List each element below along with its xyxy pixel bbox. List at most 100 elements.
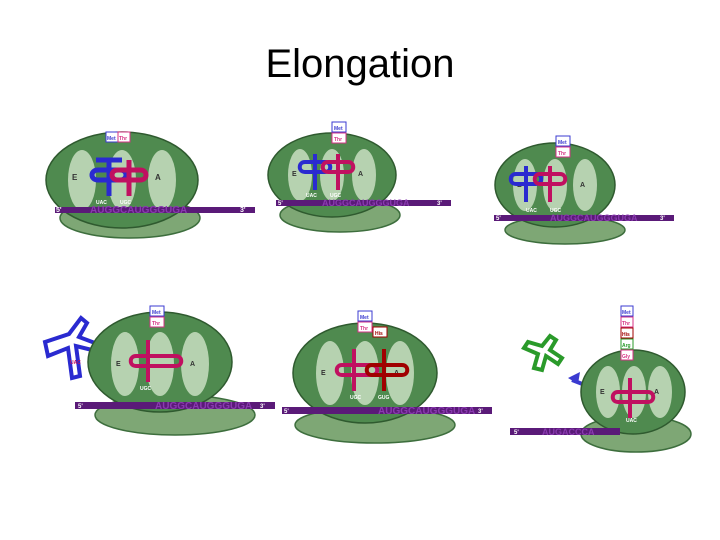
trna-red [320,154,356,190]
anticodon-2: UGC [120,200,132,206]
mrna-sequence: AUGGCAUGGGUGA [550,213,638,223]
mrna-strand [55,207,255,213]
aa-thr-label: Thr [334,137,342,143]
aa-thr-box [555,146,571,158]
mrna-three-label: 3' [660,216,665,222]
site-e-label: E [72,173,78,182]
aa-met-label: Met [360,315,369,321]
site-a-label: A [358,171,363,178]
departing-trna-anticodon: UAC [70,360,81,366]
departing-trna-blue [42,315,98,381]
site-e-label: E [600,389,605,396]
trna-red [532,166,568,202]
site-a-label: A [190,361,195,368]
arrow-head [568,372,580,384]
aa-thr-box [620,316,634,328]
aa-met-box [331,121,347,133]
mrna-strand [494,215,674,221]
elongation-panel-6: E A 5' AUGACCCA Met Thr His Arg Gly UAC [508,300,708,460]
aa-gly-box [620,349,634,361]
anticodon-1: UAC [96,200,107,206]
incoming-trna-green [521,333,565,373]
aa-thr-box [149,316,165,328]
mrna-five-label: 5' [278,201,283,207]
ribosome-a-site [573,159,597,211]
aa-met-label: Met [622,310,631,316]
site-e-label: E [321,370,326,377]
mrna-strand [75,402,275,409]
aa-arg-box [620,338,634,350]
anticodon-2: UGC [330,193,342,199]
elongation-panel-2: E A 5' 3' AUGGCAUGGGUGA Met Thr UAC UGC [267,120,460,240]
aa-thr-label: Thr [360,326,368,332]
aa-thr-label: Thr [152,321,160,327]
site-e-label: E [116,361,121,368]
aa-met-label: Met [152,310,161,316]
aa-thr-box [331,132,347,144]
site-a-label: A [654,389,659,396]
aa-met-box [357,310,373,322]
anticodon-1: UAC [306,193,317,199]
ribosome-e-site [596,366,620,418]
aa-thr-label: Thr [558,151,566,157]
mrna-three-label: 3' [478,409,483,415]
anticodon-1: UAC [626,418,637,424]
mrna-three-label: 3' [260,404,265,410]
anticodon-2: UGC [140,386,152,392]
trna-red [109,160,149,196]
aa-thr-label: Thr [119,136,127,142]
aa-met-box [149,305,165,317]
mrna-three-label: 3' [437,201,442,207]
mrna-five-label: 5' [496,216,501,222]
aa-met-label: Met [558,140,567,146]
elongation-panel-5: E A 5' 3' AUGGCAUGGGUGA Met Thr His UGC … [280,305,500,445]
site-a-label: A [580,182,585,189]
elongation-panel-4: UAC E A 5' 3' AUGGCAUGGGUGA Met Thr UGC [40,300,280,440]
aa-met-box [555,135,571,147]
anticodon-1: UAC [526,208,537,214]
anticodon-2: GUG [378,395,390,401]
ribosome-a-site [181,332,209,396]
mrna-five-label: 5' [56,207,62,214]
ribosome-e-site [316,341,344,405]
aa-thr-box [357,321,373,333]
mrna-sequence: AUGGCAUGGGUGA [90,205,187,216]
mrna-sequence: AUGGCAUGGGUGA [155,401,252,412]
mrna-five-label: 5' [78,404,83,410]
aa-met-label: Met [334,126,343,132]
mrna-five-label: 5' [514,430,519,436]
mrna-sequence: AUGGCAUGGGUGA [378,406,475,417]
anticodon-1: UGC [350,395,362,401]
ribosome-a-site [352,149,376,201]
aa-met-label: Met [107,136,116,142]
aa-his-label: His [622,332,630,338]
aa-his-box [372,326,388,338]
site-a-label: A [155,173,161,182]
mrna-sequence: AUGGCAUGGGUGA [322,198,410,208]
elongation-panel-1: E A 5' 3' AUGGCAUGGGUGA Met Thr UAC UGC [42,118,257,243]
aa-gly-label: Gly [622,354,630,360]
ribosome-e-site [68,150,96,210]
anticodon-2: UGC [550,208,562,214]
aa-thr-label: Thr [622,321,630,327]
elongation-panel-3: E A 5' 3' AUGGCAUGGGUGA Met Thr UAC UGC [490,130,680,245]
trna-red [610,378,656,418]
mrna-strand [510,428,620,435]
aa-met-box [620,305,634,317]
mrna-strand [276,200,451,206]
ribosome-a-site [648,366,672,418]
mrna-strand [282,407,492,414]
trna-red [128,340,184,382]
aa-thr-box [117,131,131,143]
page-title: Elongation [265,42,455,86]
aa-his-label: His [375,331,383,337]
ribosome-e-site [111,332,139,396]
mrna-five-label: 5' [284,409,289,415]
ribosome-a-site [148,150,176,210]
trna-darkred [364,349,410,391]
mrna-sequence: AUGACCCA [542,427,595,437]
site-e-label: E [292,171,297,178]
aa-arg-label: Arg [622,343,631,349]
mrna-three-label: 3' [240,207,246,214]
aa-his-box [620,327,634,339]
